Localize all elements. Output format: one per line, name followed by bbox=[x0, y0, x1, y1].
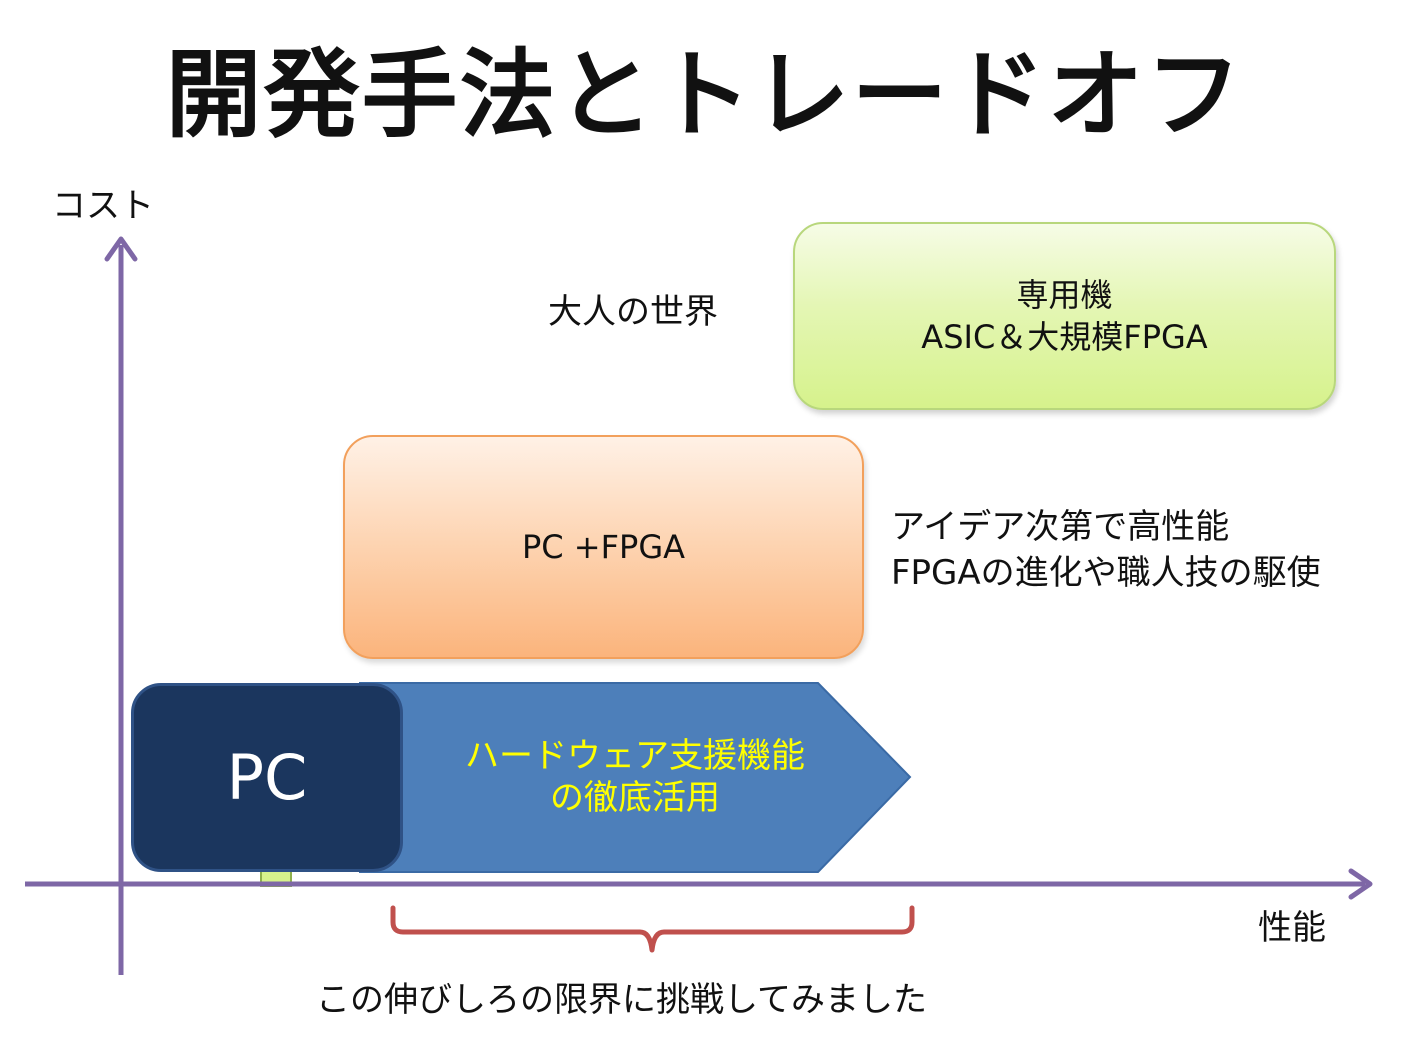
adult-world-label: 大人の世界 bbox=[548, 292, 718, 332]
asic-box: 専用機 ASIC＆大規模FPGA bbox=[793, 222, 1336, 410]
asic-box-line2: ASIC＆大規模FPGA bbox=[921, 318, 1208, 356]
range-brace bbox=[390, 905, 915, 953]
idea-note-line2: FPGAの進化や職人技の駆使 bbox=[891, 553, 1321, 593]
y-axis-arrowhead bbox=[104, 236, 138, 262]
pc-fpga-label: PC +FPGA bbox=[521, 528, 685, 566]
x-axis-label: 性能 bbox=[1258, 908, 1326, 948]
slide-title: 開発手法とトレードオフ bbox=[165, 39, 1244, 151]
hardware-support-line2: の徹底活用 bbox=[550, 778, 720, 818]
bottom-note: この伸びしろの限界に挑戦してみました bbox=[316, 980, 927, 1020]
pc-box: PC bbox=[131, 683, 403, 872]
pc-fpga-box: PC +FPGA bbox=[343, 435, 864, 659]
asic-box-line1: 専用機 bbox=[1016, 276, 1113, 314]
pc-label: PC bbox=[226, 740, 308, 814]
y-axis-label: コスト bbox=[52, 186, 154, 226]
idea-note-line1: アイデア次第で高性能 bbox=[891, 507, 1230, 547]
hardware-support-text: ハードウェア支援機能 の徹底活用 bbox=[405, 735, 865, 819]
x-axis-arrowhead bbox=[1348, 868, 1373, 900]
hardware-support-line1: ハードウェア支援機能 bbox=[465, 736, 805, 776]
